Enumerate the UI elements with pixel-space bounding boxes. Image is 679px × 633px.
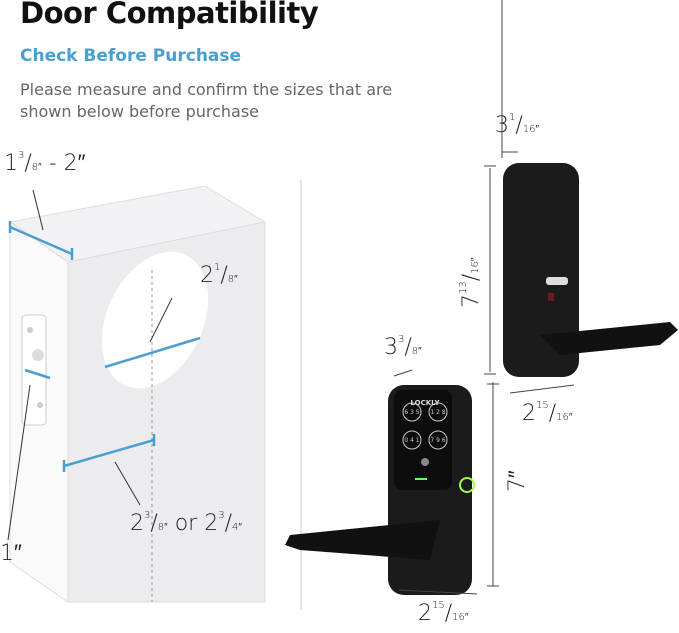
latch-hole [32, 349, 44, 361]
interior-lever [540, 322, 678, 355]
page-title: Door Compatibility [20, 0, 319, 30]
svg-text:0 4 1: 0 4 1 [404, 437, 419, 444]
interior-width-label: 31/16″ [495, 112, 540, 138]
fingerprint-sensor [459, 477, 475, 493]
exterior-width-label: 33/8″ [384, 334, 422, 360]
latch-label: 1″ [0, 541, 22, 566]
interior-depth-label: 215/16″ [522, 400, 573, 426]
backset-label: 23/8″ or 23/4″ [130, 510, 242, 536]
svg-text:7 9 6: 7 9 6 [430, 437, 445, 444]
door-thickness-label: 13/8″ - 2″ [4, 150, 86, 176]
bore-diameter-label: 21/8″ [200, 262, 238, 288]
leader-lines [7, 189, 173, 541]
exterior-lever [285, 520, 440, 560]
exterior-height-label: 7″ [505, 470, 530, 492]
lockly-badge [546, 277, 568, 285]
description: Please measure and confirm the sizes tha… [20, 80, 393, 121]
svg-text:1 2 8: 1 2 8 [430, 409, 445, 416]
interior-lock [503, 163, 678, 377]
bore-hole [101, 251, 209, 389]
brand-label: LOCKLY [410, 399, 440, 407]
keypad: 6 3 5 1 2 8 0 4 1 7 9 6 [404, 409, 445, 444]
subtitle: Check Before Purchase [20, 46, 242, 66]
measure-lines [8, 221, 201, 472]
exterior-depth-label: 215/16″ [418, 600, 469, 626]
svg-text:6 3 5: 6 3 5 [404, 409, 419, 416]
exterior-lock [285, 385, 475, 595]
interior-height-label: 713/16″ [458, 257, 484, 308]
lock-dimension-lines [393, 0, 575, 595]
